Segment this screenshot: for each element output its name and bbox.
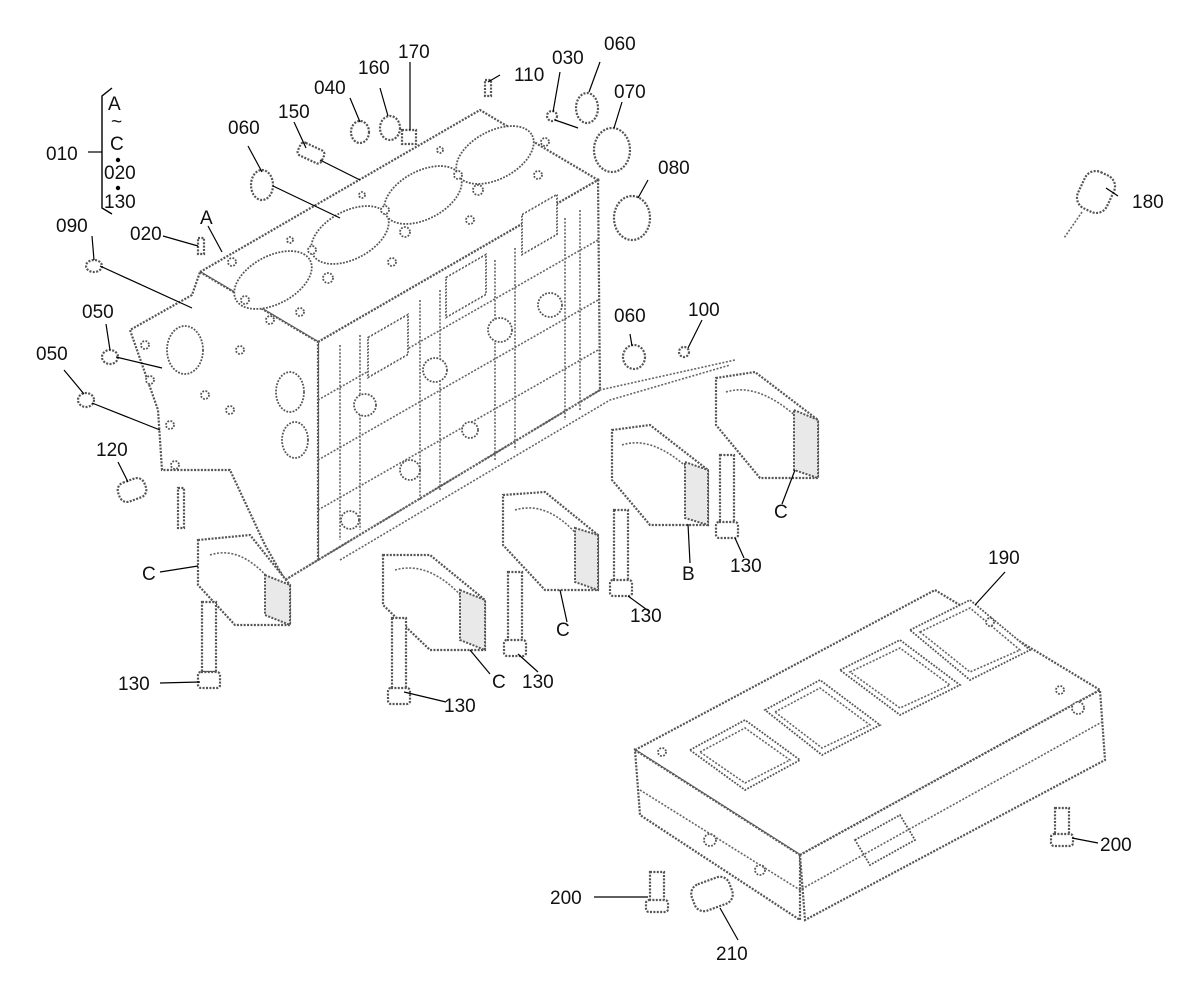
main-bearing-cap-front <box>196 533 292 627</box>
cap-bolts <box>196 453 740 706</box>
callout-c-group: C <box>110 134 124 155</box>
pin-020 <box>196 236 206 256</box>
callout-b: B <box>682 564 695 585</box>
plug-060-b <box>574 91 600 125</box>
callout-c-c: C <box>556 620 570 641</box>
callout-030: 030 <box>552 48 584 69</box>
callout-150: 150 <box>278 102 310 123</box>
lower-crankcase-details <box>639 617 1103 891</box>
main-bearing-cap-rear <box>714 370 820 480</box>
cap-bolt-2 <box>390 616 408 692</box>
callout-130-c: 130 <box>522 672 554 693</box>
callout-060-c: 060 <box>614 306 646 327</box>
pin-100 <box>677 345 691 359</box>
main-bearing-cap-4 <box>610 423 710 527</box>
plug-120 <box>116 476 148 504</box>
cap-bolt-5 <box>718 453 736 527</box>
callout-160: 160 <box>358 58 390 79</box>
lower-crankcase <box>632 588 1107 923</box>
callout-190: 190 <box>988 548 1020 569</box>
callout-060-a: 060 <box>228 118 260 139</box>
callout-090: 090 <box>56 216 88 237</box>
cylinder-bore-4 <box>455 125 535 185</box>
callout-180: 180 <box>1132 192 1164 213</box>
lower-crankcase-pockets <box>688 598 1032 792</box>
main-bearing-cap-2 <box>381 553 487 652</box>
cap-bolt-1 <box>200 600 218 674</box>
callout-110: 110 <box>514 65 544 86</box>
callout-a-group: A <box>108 94 121 115</box>
pin-110 <box>483 78 493 98</box>
plug-150 <box>296 141 326 165</box>
callout-c-a: C <box>142 564 156 585</box>
fittings <box>76 78 691 530</box>
callout-060-b: 060 <box>604 34 636 55</box>
callout-130-a: 130 <box>118 674 150 695</box>
cap-bolt-3 <box>506 570 524 644</box>
callout-200-b: 200 <box>1100 835 1132 856</box>
callout-010: 010 <box>46 144 78 165</box>
cap-bolt-4 <box>612 508 630 584</box>
callout-170: 170 <box>398 42 430 63</box>
cylinder-block-skirt <box>284 359 736 581</box>
callout-020-group: 020 <box>104 163 136 184</box>
front-face-openings <box>140 315 309 470</box>
plug-060-c <box>621 343 647 371</box>
callout-100: 100 <box>688 300 720 321</box>
callout-120: 120 <box>96 440 128 461</box>
callout-050-b: 050 <box>36 344 68 365</box>
plug-080 <box>612 194 652 242</box>
callout-130-e: 130 <box>730 556 762 577</box>
deck-bolt-holes <box>227 137 550 317</box>
plug-090 <box>84 258 104 274</box>
part-180 <box>1063 169 1117 239</box>
plug-160 <box>378 114 402 142</box>
callout-130-b: 130 <box>444 696 476 717</box>
plug-060-a <box>249 168 275 202</box>
lower-crankcase-front <box>633 747 802 923</box>
cylinder-block <box>128 108 736 582</box>
callout-c-b: C <box>492 672 506 693</box>
callout-080: 080 <box>658 158 690 179</box>
cylinder-bore-1 <box>233 250 313 310</box>
pan-bolts <box>644 806 1075 914</box>
plug-050-a <box>100 348 120 366</box>
callout-130-d: 130 <box>630 606 662 627</box>
callout-070: 070 <box>614 82 646 103</box>
callout-200-a: 200 <box>550 888 582 909</box>
pin-030 <box>545 109 559 123</box>
callout-c-d: C <box>774 502 788 523</box>
callout-040: 040 <box>314 78 346 99</box>
plug-210 <box>690 875 734 913</box>
block-side-ribs <box>317 192 599 540</box>
plug-040 <box>349 119 371 145</box>
main-bearing-cap-3 <box>501 490 600 592</box>
callout-130-group: 130 <box>104 192 136 213</box>
callout-tilde: ~ <box>111 112 122 133</box>
callout-050-a: 050 <box>82 302 114 323</box>
callout-a: A <box>200 208 213 229</box>
callout-020: 020 <box>130 224 162 245</box>
plug-170 <box>400 128 418 146</box>
plug-070 <box>592 126 632 174</box>
callout-labels: A ~ C 020 130 010 020 A 090 060 150 040 … <box>36 34 1164 965</box>
plug-050-b <box>76 391 96 409</box>
leader-lines <box>63 61 1119 941</box>
callout-210: 210 <box>716 944 748 965</box>
